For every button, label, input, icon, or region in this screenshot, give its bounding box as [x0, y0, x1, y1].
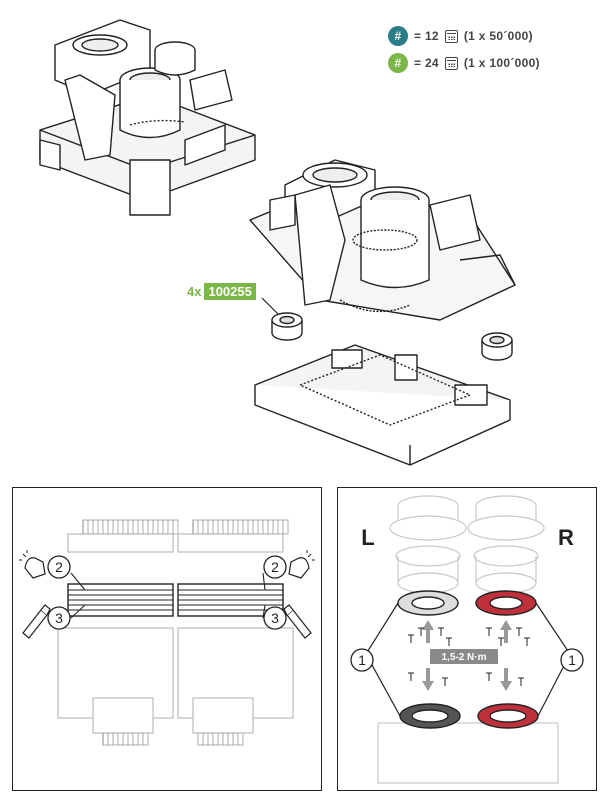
legend-text: = 12: [414, 29, 439, 43]
legend-text: = 24: [414, 56, 439, 70]
assembled-module-illustration: [39, 19, 256, 216]
torque-label: 1,5-2 N·m: [441, 652, 486, 663]
part-quantity: 4x: [187, 284, 202, 299]
part-number: 100255: [204, 283, 256, 300]
grease-tube-icon: [283, 604, 312, 639]
callout-circle: [47, 606, 71, 630]
left-detail-panel: 2 3 2 3: [12, 487, 322, 791]
callout-circle: [263, 555, 287, 579]
right-detail-panel: 1,5-2 N·m 1 1 L R: [337, 487, 597, 791]
callout-label: 3: [271, 610, 279, 626]
exploded-module-illustration: [249, 159, 516, 321]
hand-clean-icon: [288, 550, 315, 579]
bearing-ring-right-top: [475, 590, 537, 616]
side-label-left: L: [361, 525, 374, 550]
gear-disassembly-illustration: 2 3 2 3: [19, 519, 315, 746]
callout-circle: [350, 648, 374, 672]
hand-clean-icon: [19, 550, 46, 579]
part-label: 4x 100255: [187, 283, 256, 300]
bearing-ring-right-bottom: [477, 703, 539, 729]
green-hash-badge: #: [388, 53, 408, 73]
callout-label: 1: [358, 652, 366, 668]
grease-tube-icon: [22, 604, 51, 639]
legend-row-12: # = 12 (1 x 50´000): [388, 26, 533, 46]
screw-set: [408, 627, 530, 686]
callout-label: 1: [568, 652, 576, 668]
torque-badge: [430, 649, 498, 664]
callout-label: 2: [55, 559, 63, 575]
callout-label: 3: [55, 610, 63, 626]
callout-circle: [560, 648, 584, 672]
callout-label: 2: [271, 559, 279, 575]
part-leader-line: [261, 297, 279, 315]
damper-ring-right: [481, 332, 513, 361]
legend-count: (1 x 50´000): [463, 29, 533, 43]
calendar-icon: [444, 29, 458, 43]
bearing-ring-left-top: [397, 590, 459, 616]
calendar-icon: [444, 56, 458, 70]
assembly-diagram: [39, 19, 516, 466]
bearing-ring-illustration: 1,5-2 N·m 1 1 L R: [350, 495, 584, 784]
bearing-ring-left-bottom: [399, 703, 461, 729]
base-plate-illustration: [254, 344, 511, 466]
callout-circle: [47, 555, 71, 579]
damper-ring-left: [271, 312, 303, 341]
side-label-right: R: [558, 525, 574, 550]
teal-hash-badge: #: [388, 26, 408, 46]
legend-row-24: # = 24 (1 x 100´000): [388, 53, 540, 73]
legend-count: (1 x 100´000): [463, 56, 540, 70]
callout-circle: [263, 606, 287, 630]
